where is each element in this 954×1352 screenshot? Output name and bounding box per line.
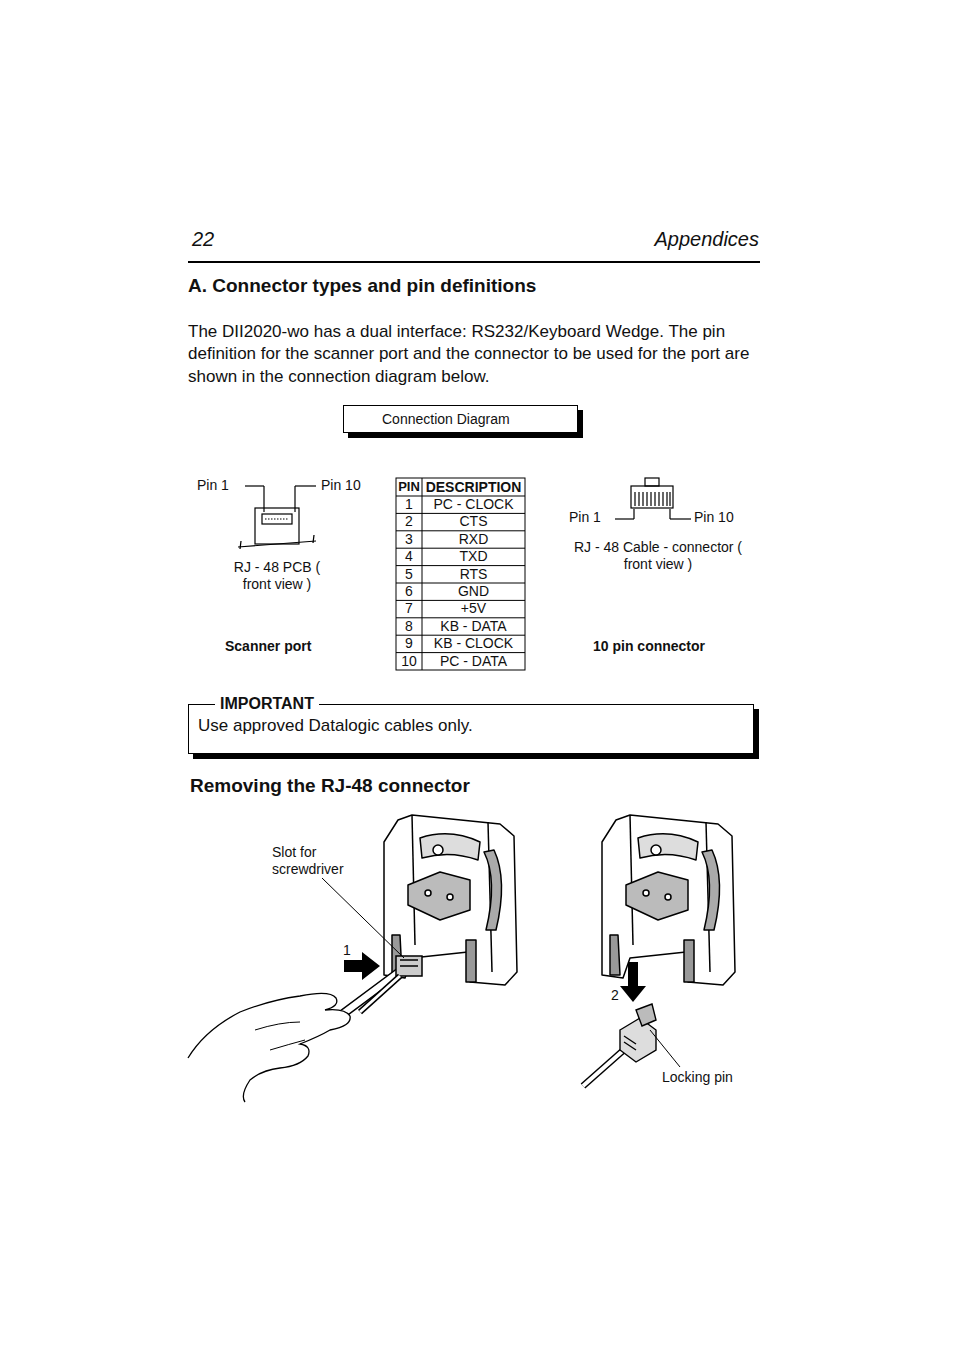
table-header: DESCRIPTION: [422, 479, 525, 496]
table-cell: GND: [422, 583, 525, 600]
port-caption: Scanner port: [225, 638, 311, 655]
callout-label: Locking pin: [662, 1069, 733, 1086]
connector-caption: RJ - 48 Cable - connector ( front view ): [568, 539, 748, 573]
section-heading: A. Connector types and pin definitions: [188, 275, 536, 298]
callout-label: Slot for screwdriver: [272, 844, 362, 878]
table-cell: 1: [396, 496, 422, 513]
table-cell: RTS: [422, 566, 525, 583]
callout-number: 2: [611, 987, 619, 1004]
table-cell: +5V: [422, 600, 525, 617]
table-cell: CTS: [422, 513, 525, 530]
table-header: PIN: [396, 479, 422, 495]
port-caption: 10 pin connector: [593, 638, 705, 655]
scanner-stand-left: [384, 815, 517, 985]
important-note-box: IMPORTANTUse approved Datalogic cables o…: [188, 704, 754, 754]
table-cell: 4: [396, 548, 422, 565]
table-cell: RXD: [422, 531, 525, 548]
running-header: Appendices: [560, 227, 759, 251]
page-number: 22: [192, 227, 214, 251]
pin-table-grid: [396, 478, 525, 670]
scanner-stand-right: [602, 815, 735, 985]
diagram-label-box: Connection Diagram: [343, 405, 578, 433]
hand-illustration: [188, 993, 350, 1102]
table-cell: 3: [396, 531, 422, 548]
table-cell: PC - CLOCK: [422, 496, 525, 513]
hand-fingers: [255, 1022, 305, 1050]
section-heading: Removing the RJ-48 connector: [190, 775, 470, 798]
table-cell: 10: [396, 653, 422, 670]
table-cell: 7: [396, 600, 422, 617]
arrow-2: [620, 962, 646, 1002]
table-cell: 5: [396, 566, 422, 583]
table-cell: 9: [396, 635, 422, 652]
pin-label: Pin 1: [197, 477, 229, 494]
table-cell: PC - DATA: [422, 653, 525, 670]
removed-plug: [583, 1004, 656, 1086]
pin-label: Pin 10: [694, 509, 734, 526]
callout-number: 1: [343, 942, 351, 959]
leader-line: [322, 878, 404, 958]
table-cell: KB - CLOCK: [422, 635, 525, 652]
connector-caption: RJ - 48 PCB ( front view ): [228, 559, 326, 593]
table-cell: 8: [396, 618, 422, 635]
header-rule: [188, 261, 760, 263]
table-cell: 6: [396, 583, 422, 600]
body-paragraph: The DII2020-wo has a dual interface: RS2…: [188, 321, 760, 388]
note-text: Use approved Datalogic cables only.: [198, 716, 743, 736]
box-text: Connection Diagram: [382, 411, 567, 427]
note-heading: IMPORTANT: [215, 694, 319, 714]
leader-line: [650, 1030, 680, 1067]
table-cell: TXD: [422, 548, 525, 565]
pin-label: Pin 1: [569, 509, 601, 526]
table-cell: 2: [396, 513, 422, 530]
table-cell: KB - DATA: [422, 618, 525, 635]
rj48-pcb-jack: [238, 486, 316, 549]
rj48-cable-plug: [615, 478, 691, 519]
pin-label: Pin 10: [321, 477, 361, 494]
